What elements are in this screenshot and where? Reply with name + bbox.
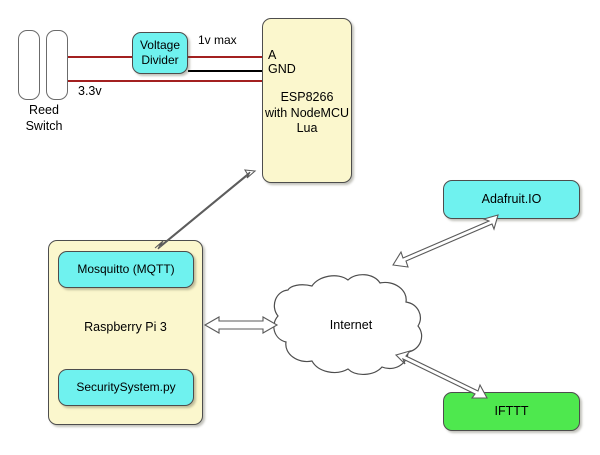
arrow-internet-adafruit [392, 214, 499, 268]
wire-label-1v-max: 1v max [198, 33, 237, 47]
node-adafruit-io[interactable]: Adafruit.IO [443, 180, 580, 219]
esp8266-label: ESP8266 with NodeMCU Lua [264, 90, 350, 136]
reed-switch-label: Reed Switch [25, 103, 63, 133]
raspberry-pi-label: Raspberry Pi 3 [84, 320, 167, 334]
node-ifttt[interactable]: IFTTT [443, 392, 580, 431]
esp8266-pin-gnd-label: GND [268, 62, 296, 76]
node-security-system[interactable]: SecuritySystem.py [58, 369, 194, 406]
adafruit-io-label: Adafruit.IO [481, 191, 542, 206]
node-mosquitto[interactable]: Mosquitto (MQTT) [58, 251, 194, 288]
internet-label: Internet [329, 318, 373, 332]
wire-reed-to-esp-3v3 [68, 80, 264, 82]
esp8266-pin-a-label: A [268, 48, 277, 62]
wire-reed-to-divider [68, 56, 132, 58]
reed-switch-contact-right [46, 30, 68, 100]
wire-divider-to-gnd [188, 70, 264, 72]
voltage-divider-label: Voltage Divider [139, 38, 181, 67]
wire-label-3v3: 3.3v [78, 84, 102, 98]
arrow-esp8266-mosquitto [154, 169, 257, 250]
ifttt-label: IFTTT [494, 403, 529, 418]
wire-divider-to-pin-a [188, 56, 264, 58]
arrow-raspberrypi-internet [203, 316, 279, 334]
node-voltage-divider[interactable]: Voltage Divider [132, 32, 188, 74]
security-system-label: SecuritySystem.py [76, 380, 176, 395]
arrow-internet-ifttt [394, 349, 488, 399]
node-esp8266[interactable] [262, 18, 352, 183]
mosquitto-label: Mosquitto (MQTT) [77, 262, 175, 277]
reed-switch-contact-left [18, 30, 40, 100]
